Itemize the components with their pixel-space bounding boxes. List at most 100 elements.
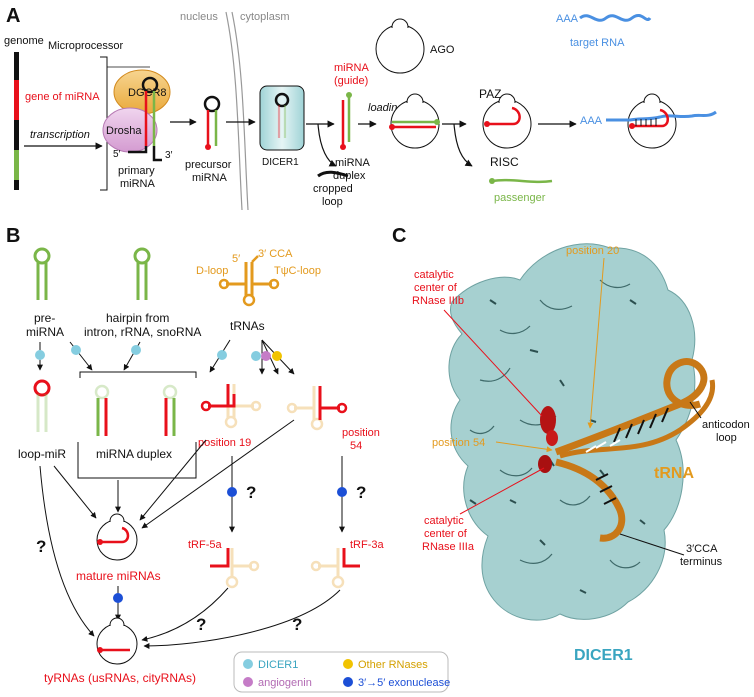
trf-5a xyxy=(210,548,260,589)
duplex-box xyxy=(77,442,197,479)
tpsic-loop-label: TψC-loop xyxy=(274,265,321,277)
question-mark-1: ? xyxy=(246,483,256,502)
duplex-bracket xyxy=(79,371,197,378)
question-mark-3: ? xyxy=(36,537,46,556)
drosha-label: Drosha xyxy=(106,125,142,137)
panel-c: C position 20 catalytic center of RNase … xyxy=(392,225,750,664)
panel-c-letter: C xyxy=(392,225,406,247)
dicer1-c-label: DICER1 xyxy=(574,647,633,664)
question-mark-4: ? xyxy=(196,615,206,634)
trf-3a-label: tRF-3a xyxy=(350,539,385,551)
pre-mirna-label-2: miRNA xyxy=(26,325,64,339)
position-54-label-2: 54 xyxy=(350,440,362,452)
hairpin-label-1: hairpin from xyxy=(106,311,169,325)
cat-iiib-label-2: center of xyxy=(414,282,458,294)
legend-other-rnases: Other RNases xyxy=(358,659,428,671)
arrow-to-cropped-loop xyxy=(317,123,337,167)
risc-target-complex xyxy=(606,93,717,149)
cropped-label-2: loop xyxy=(322,196,343,208)
five-prime-a: 5′ xyxy=(113,149,121,160)
position-54-label-1: position xyxy=(342,427,380,439)
legend-angiogenin: angiogenin xyxy=(258,677,312,689)
loop-mir-label: loop-miR xyxy=(18,447,66,461)
trna-ribbon xyxy=(554,358,716,542)
cat-iiia-label-1: catalytic xyxy=(424,515,464,527)
risc-label: RISC xyxy=(490,155,519,169)
cropped-loop xyxy=(317,170,349,178)
trna-cut-19 xyxy=(200,384,262,429)
intron-hairpin xyxy=(133,247,151,300)
trna-cut-54 xyxy=(286,386,348,431)
exonuclease-dot xyxy=(227,487,237,497)
trna-cloverleaf xyxy=(218,255,280,307)
legend-exonuclease: 3′→5′ exonuclease xyxy=(358,677,450,689)
tyrnas-label: tyRNAs (usRNAs, cityRNAs) xyxy=(44,671,196,685)
precursor-label-1: precursor xyxy=(185,159,232,171)
primary-mirna-hairpin xyxy=(128,76,162,162)
target-rna-strand xyxy=(579,13,652,22)
panel-a-letter: A xyxy=(6,5,20,27)
transcription-label: transcription xyxy=(30,129,90,141)
catalytic-patches xyxy=(538,406,558,473)
ago-loaded xyxy=(389,93,440,149)
cat-iiib-label-3: RNase IIIb xyxy=(412,295,464,307)
genome-label: genome xyxy=(4,35,44,47)
trna-3cca: 3′ CCA xyxy=(258,248,293,260)
primary-mirna-label-2: miRNA xyxy=(120,178,155,190)
cytoplasm-label: cytoplasm xyxy=(240,11,290,23)
loop-mir xyxy=(33,379,51,432)
legend-dicer1: DICER1 xyxy=(258,659,298,671)
risc-complex xyxy=(482,93,532,149)
hairpin-label-2: intron, rRNA, snoRNA xyxy=(84,325,201,339)
dicer1-dot xyxy=(131,345,141,355)
target-rna-label: target RNA xyxy=(570,37,625,49)
nucleus-label: nucleus xyxy=(180,11,218,23)
primary-mirna-label-1: primary xyxy=(118,165,155,177)
nuclear-membrane xyxy=(225,11,243,211)
cat-iiib-label-1: catalytic xyxy=(414,269,454,281)
trf-5a-label: tRF-5a xyxy=(188,539,223,551)
mirna-guide-label-2: (guide) xyxy=(334,75,368,87)
cat-iiia-label-3: RNase IIIa xyxy=(422,541,475,553)
genome-bar xyxy=(14,52,19,190)
other-rnases-dot xyxy=(272,351,282,361)
dicer1-dot xyxy=(217,350,227,360)
passenger-strand xyxy=(491,178,553,184)
mirna-duplex-label: miRNA duplex xyxy=(96,447,172,461)
mirna-duplex-b xyxy=(94,384,178,436)
exonuclease-dot xyxy=(337,487,347,497)
position-19-label: position 19 xyxy=(198,437,251,449)
ago-label: AGO xyxy=(430,44,455,56)
arrow-to-passenger xyxy=(453,123,473,167)
cropped-label-1: cropped xyxy=(313,183,353,195)
position-20-label: position 20 xyxy=(566,245,619,257)
mature-mirnas-label: mature miRNAs xyxy=(76,569,161,583)
paz-label: PAZ xyxy=(479,87,501,101)
anticodon-label-2: loop xyxy=(716,432,737,444)
anticodon-label-1: anticodon xyxy=(702,419,750,431)
mirna-guide-label-1: miRNA xyxy=(334,62,369,74)
mature-mirna-ago xyxy=(96,513,138,561)
aaa-label-1: AAA xyxy=(556,13,579,25)
tyrna-ago xyxy=(96,617,138,665)
cca-label-1: 3′CCA xyxy=(686,543,718,555)
precursor-label-2: miRNA xyxy=(192,172,227,184)
dicer1-dot xyxy=(71,345,81,355)
passenger-label: passenger xyxy=(494,192,546,204)
ago-protein xyxy=(375,18,425,74)
gene-of-mirna-label: gene of miRNA xyxy=(25,91,100,103)
duplex-label-2: duplex xyxy=(333,170,366,182)
dicer1-box xyxy=(259,85,305,151)
trf-3a xyxy=(310,548,360,589)
panel-a: A genome gene of miRNA transcription Mic… xyxy=(4,5,717,211)
trna-5prime: 5′ xyxy=(232,253,240,265)
pre-mirna-label-1: pre- xyxy=(34,311,55,325)
panel-b-letter: B xyxy=(6,225,20,247)
microprocessor-bracket xyxy=(100,56,108,191)
three-prime-a: 3′ xyxy=(165,150,173,161)
cca-label-2: terminus xyxy=(680,556,723,568)
microprocessor-label: Microprocessor xyxy=(48,40,124,52)
dgcr8-label: DGCR8 xyxy=(128,87,167,99)
legend: DICER1 Other RNases angiogenin 3′→5′ exo… xyxy=(233,651,450,693)
